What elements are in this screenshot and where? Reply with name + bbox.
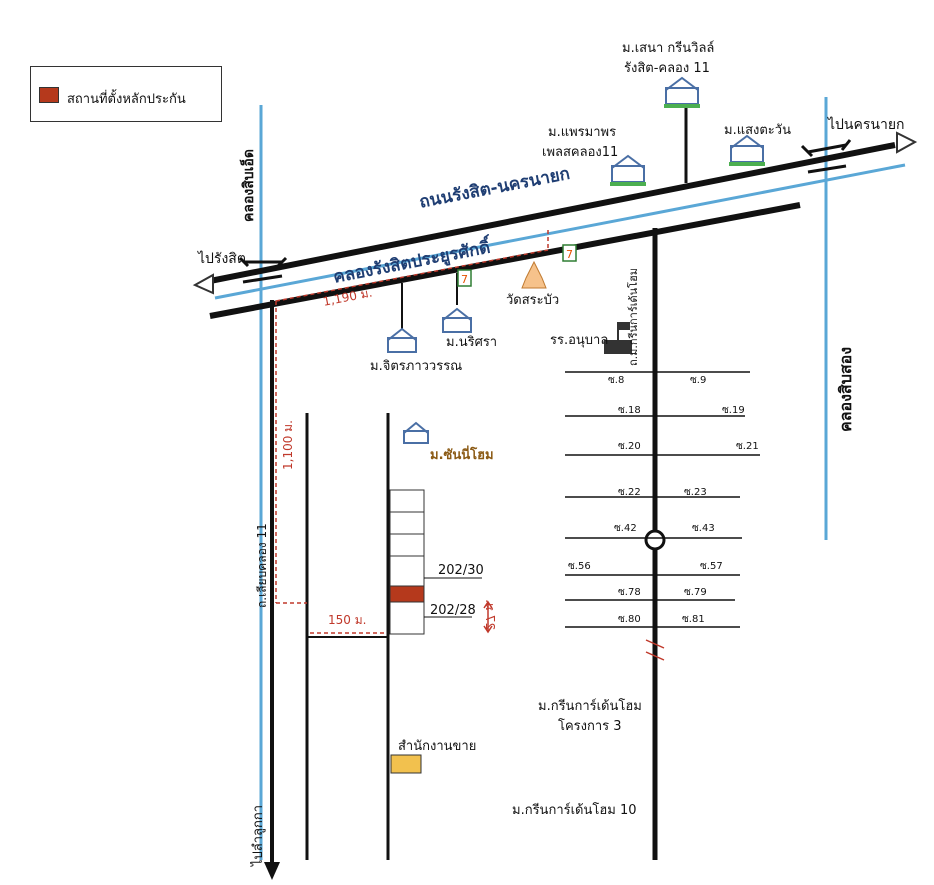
soi-label: ซ.81 (682, 614, 705, 625)
left-canal-label: คลองสิบเอ็ด (241, 149, 257, 222)
legend-box: สถานที่ตั้งหลักประกัน (30, 66, 222, 122)
main-canal (214, 163, 906, 300)
jitra-label: ม.จิตรภาววรรณ (370, 359, 463, 374)
bridge-right-icon (800, 139, 852, 174)
arrow-to-nakhon-nayok-icon (896, 131, 918, 154)
soi-label: ซ.80 (618, 614, 641, 625)
house-icon (664, 76, 700, 108)
main-road-lower (209, 202, 801, 319)
house-icon (729, 134, 765, 166)
soi-label: ซ.79 (684, 587, 707, 598)
narisara-label: ม.นริศรา (446, 335, 498, 350)
sales-office-marker (390, 754, 422, 774)
to-rangsit-label: ไปรังสิต (198, 251, 246, 267)
school-label: รร.อนุบาล (550, 333, 609, 348)
soi-label: ซ.20 (618, 441, 641, 452)
saengtawan-label: ม.แสงตะวัน (724, 123, 791, 138)
school-icon (604, 322, 632, 354)
sales-office-label: สำนักงานขาย (398, 739, 477, 754)
green-garden-3-label-2: โครงการ 3 (558, 719, 622, 734)
dimension-27m (483, 600, 493, 634)
wat-label: วัดสระบัว (506, 293, 560, 308)
temple-icon (521, 260, 547, 289)
road-break-icon (645, 639, 665, 661)
distance-1100: 1,100 ม. (281, 420, 295, 470)
side-road-left-label: ถ.เลียบคลอง 11 (255, 523, 269, 608)
collateral-plot (389, 585, 425, 603)
main-road-upper (204, 142, 896, 285)
convenience-store-icon: 7 (562, 244, 577, 262)
soi-label: ซ.19 (722, 405, 745, 416)
senna-label-1: ม.เสนา กรีนวิลล์ (622, 41, 715, 56)
to-lam-luk-ka-label: ไปลำลูกกา (251, 804, 266, 866)
soi-label: ซ.21 (736, 441, 759, 452)
pruksa-label-1: ม.แพรมาพร (548, 125, 617, 140)
legend-swatch (39, 87, 59, 103)
soi-label: ซ.22 (618, 487, 641, 498)
soi-lines (565, 371, 760, 628)
house-icon (387, 327, 417, 353)
soi-label: ซ.43 (692, 523, 715, 534)
distance-150: 150 ม. (328, 613, 367, 627)
roundabout (644, 529, 666, 551)
soi-label: ซ.57 (700, 561, 723, 572)
soi-label: ซ.42 (614, 523, 637, 534)
distance-guides (275, 230, 549, 634)
soi-label: ซ.9 (690, 375, 707, 386)
arrow-down-icon (264, 862, 280, 880)
soi-label: ซ.18 (618, 405, 641, 416)
house-icon (610, 154, 646, 186)
parcel-202-30: 202/30 (438, 563, 484, 578)
sunny-home-label: ม.ซันนี่โฮม (430, 448, 494, 463)
plot-grid (389, 489, 425, 635)
green-garden-3-label-1: ม.กรีนการ์เด้นโฮม (538, 699, 642, 714)
svg-text:7: 7 (566, 248, 573, 261)
bridge-left-icon (238, 256, 288, 284)
senna-label-2: รังสิต-คลอง 11 (624, 61, 710, 76)
soi-label: ซ.8 (608, 375, 625, 386)
pruksa-label-2: เพลสคลอง11 (542, 145, 619, 160)
distance-27: 27 ม. (483, 599, 497, 630)
house-icon (403, 421, 429, 444)
house-icon (442, 307, 472, 333)
svg-text:7: 7 (461, 273, 468, 286)
legend-label: สถานที่ตั้งหลักประกัน (67, 92, 186, 107)
convenience-store-icon: 7 (457, 269, 472, 287)
to-nakhon-nayok-label: ไปนครนายก (828, 117, 905, 133)
soi-label: ซ.56 (568, 561, 591, 572)
arrow-to-rangsit-icon (192, 273, 214, 295)
parcel-202-28: 202/28 (430, 603, 476, 618)
green-garden-10-label: ม.กรีนการ์เด้นโฮม 10 (512, 803, 637, 818)
village-road-label: ถ.ม.กรีนการ์เด้นโฮม (627, 267, 640, 366)
soi-label: ซ.23 (684, 487, 707, 498)
soi-label: ซ.78 (618, 587, 641, 598)
right-canal-label: คลองสิบสอง (836, 346, 855, 432)
